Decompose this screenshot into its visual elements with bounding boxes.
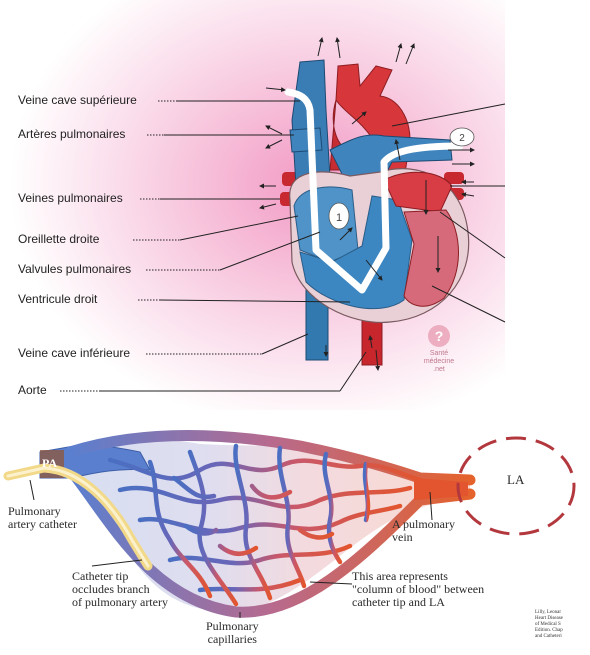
label-arteres-pulmonaires: Artères pulmonaires (18, 127, 126, 141)
label-catheter-tip: Catheter tip occludes branch of pulmonar… (72, 570, 168, 609)
label-veine-cave-inferieure: Veine cave inférieure (18, 346, 131, 360)
citation-line: Heart Disease (535, 616, 563, 621)
watermark-text: Santé médecine .net (423, 350, 455, 373)
label-tip-line2: occludes branch (72, 582, 150, 596)
left-atrium (383, 171, 453, 213)
right-atrium (293, 186, 359, 263)
pulmonary-vein (414, 478, 468, 500)
catheter-marker-1-label: 1 (336, 212, 342, 224)
pulmonary-diagram (3, 430, 576, 618)
heart-diagram: 1 2 (0, 0, 506, 410)
catheter-marker-1 (328, 202, 350, 230)
citation-line: and Catheteri (535, 634, 562, 639)
citation-line: Edition. Chap (535, 628, 563, 633)
capillary-mesh (107, 443, 423, 607)
pulmonary-leader-lines (29, 479, 433, 618)
label-oreillette-droite: Oreillette droite (18, 232, 100, 246)
label-pa: PA (42, 456, 58, 470)
label-vein-line1: A pulmonary (392, 517, 455, 531)
pulmonary-vein-right-1 (444, 172, 464, 184)
label-tip-line3: of pulmonary artery (72, 595, 168, 609)
label-veines-pulmonaires: Veines pulmonaires (18, 191, 123, 205)
label-pulmonary-capillaries: Pulmonary capillaries (206, 620, 259, 646)
catheter-marker-2-label: 2 (459, 133, 465, 144)
label-aorte: Aorte (18, 383, 47, 397)
catheter-path (284, 88, 464, 294)
lower-vessel-band (66, 466, 476, 618)
label-capillaries-line2: capillaries (207, 632, 257, 646)
citation-line: of Medical S (535, 622, 561, 627)
pulmonary-artery-left (289, 127, 323, 153)
label-catheter: Pulmonary artery catheter (8, 505, 77, 531)
label-veine-cave-superieure: Veine cave supérieure (18, 93, 137, 107)
label-ventricule-droit: Ventricule droit (18, 292, 98, 306)
citation: Lilly, Leonar Heart Disease of Medical S… (535, 610, 563, 640)
label-capillaries-line1: Pulmonary (206, 619, 259, 633)
left-atrium-outline (456, 436, 576, 536)
label-vein-line2: vein (392, 530, 413, 544)
label-column-line1: This area represents (352, 569, 448, 583)
label-tip-line1: Catheter tip (72, 569, 129, 583)
label-catheter-line1: Pulmonary (8, 504, 61, 518)
watermark-logo-icon (428, 325, 450, 347)
label-column-line2: "column of blood" between (352, 582, 485, 596)
label-column-of-blood: This area represents "column of blood" b… (352, 570, 484, 609)
heart-leader-lines (60, 100, 506, 392)
label-column-line3: catheter tip and LA (352, 595, 445, 609)
catheter-marker-2 (449, 127, 475, 147)
left-ventricle (403, 209, 459, 307)
flow-arrows (259, 37, 475, 371)
citation-line: Lilly, Leonar (535, 610, 562, 615)
label-la: LA (507, 472, 525, 487)
label-pulmonary-vein: A pulmonary vein (392, 518, 455, 544)
label-catheter-line2: artery catheter (8, 517, 77, 531)
label-valvules-pulmonaires: Valvules pulmonaires (18, 262, 132, 276)
catheter-highlight (6, 466, 150, 568)
watermark-glyph: ? (435, 328, 444, 344)
